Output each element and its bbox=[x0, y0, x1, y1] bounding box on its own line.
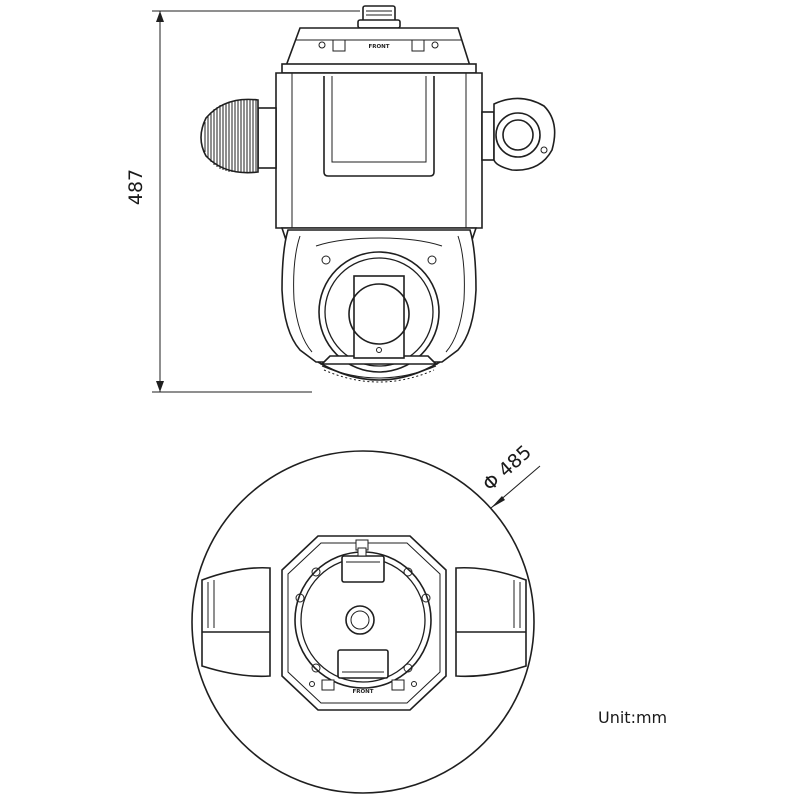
top-cap: FRONT bbox=[281, 27, 477, 74]
bottom-tabs: FRONT bbox=[309, 679, 417, 695]
left-light bbox=[200, 98, 277, 174]
main-housing bbox=[275, 72, 483, 229]
outer-diameter-circle bbox=[191, 450, 535, 794]
mounting-screws bbox=[295, 567, 431, 673]
height-dimension: 487 bbox=[125, 10, 360, 393]
top-housing bbox=[281, 535, 447, 711]
diameter-dimension: Φ 485 bbox=[479, 441, 541, 509]
top-logo: FRONT bbox=[368, 44, 389, 50]
gear-ring bbox=[317, 361, 441, 383]
unit-label: Unit:mm bbox=[598, 708, 667, 727]
bottom-logo: FRONT bbox=[352, 689, 373, 695]
diameter-dimension-label: Φ 485 bbox=[479, 441, 536, 496]
left-side-module bbox=[201, 566, 271, 678]
bottom-handle bbox=[337, 649, 389, 679]
camera-ball bbox=[318, 251, 440, 373]
top-connector bbox=[357, 5, 401, 29]
right-side-module bbox=[455, 566, 527, 678]
height-dimension-label: 487 bbox=[125, 169, 147, 205]
top-view: Φ 485 bbox=[191, 441, 541, 794]
right-lens bbox=[481, 97, 556, 171]
center-hole bbox=[345, 605, 375, 635]
top-handle bbox=[341, 539, 385, 583]
front-view: 487 FRONT bbox=[125, 5, 556, 393]
